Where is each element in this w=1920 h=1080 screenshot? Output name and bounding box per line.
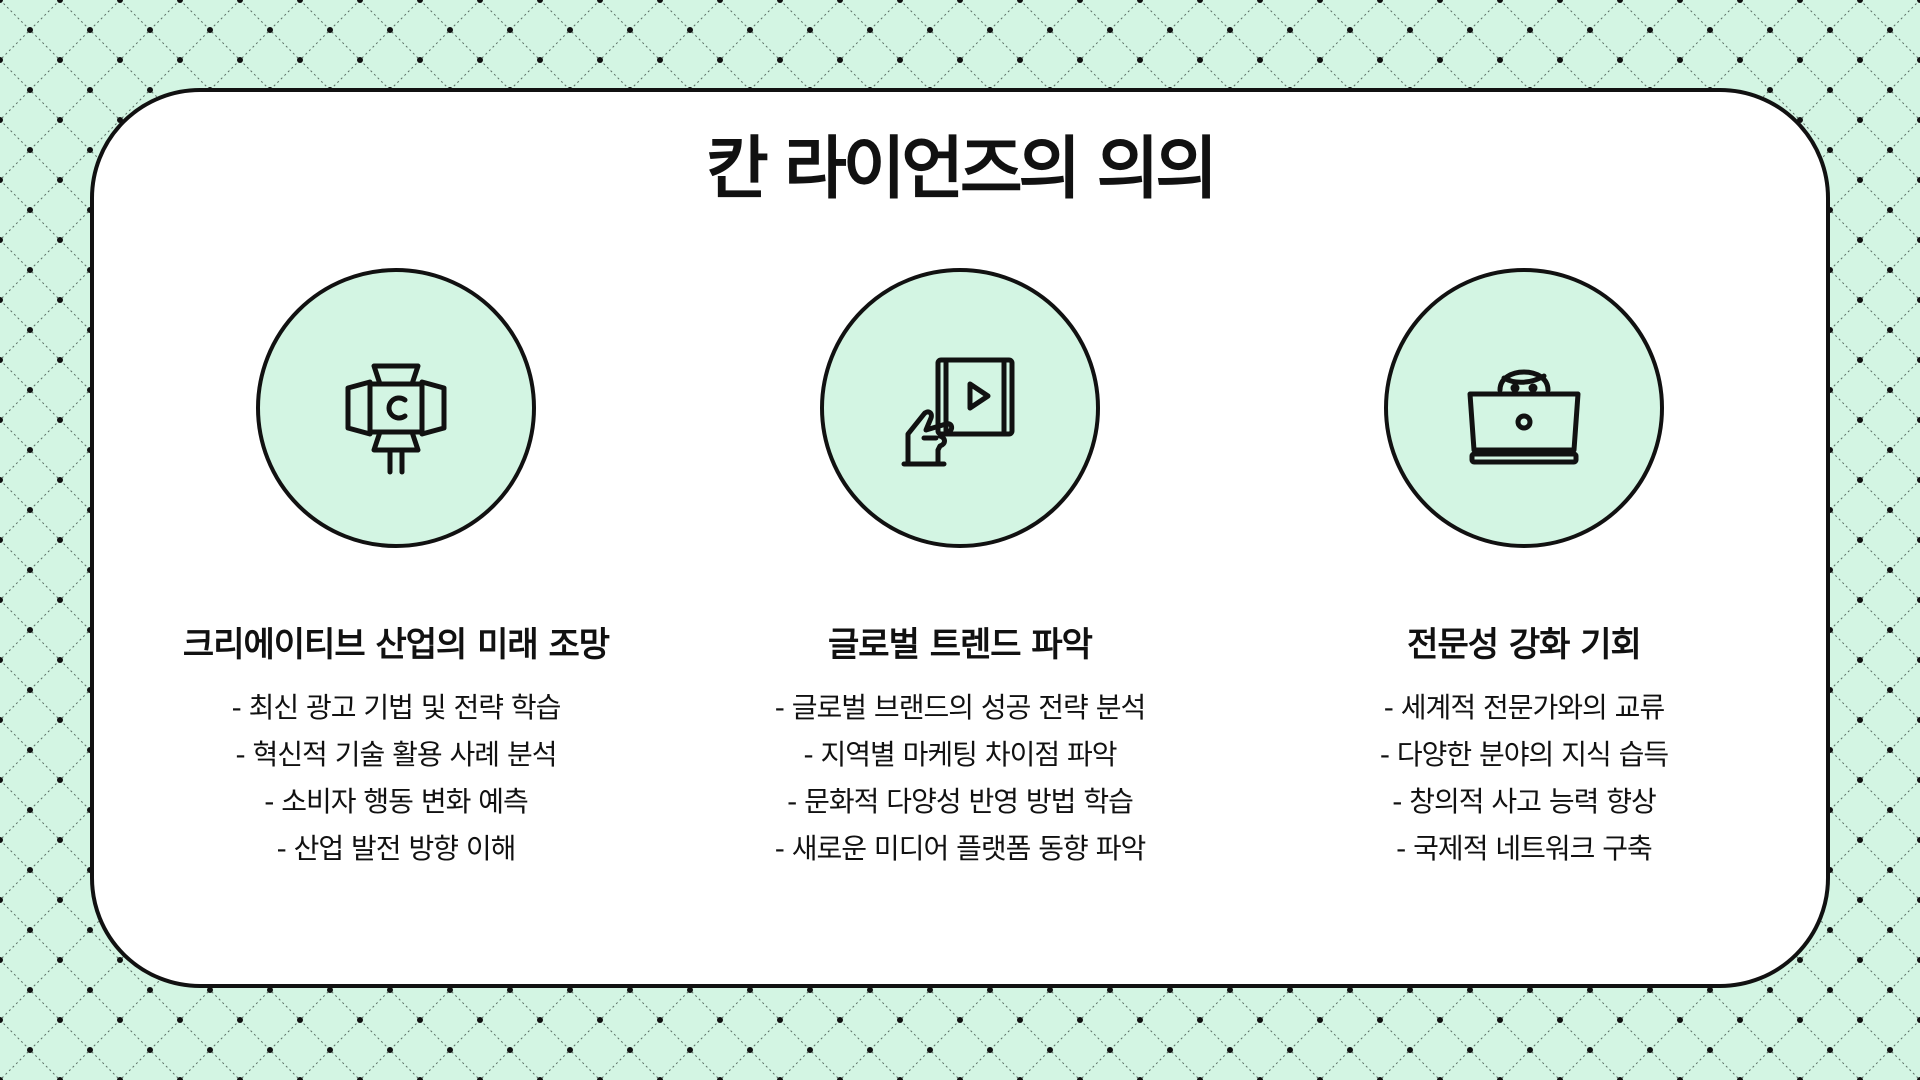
column-list: - 세계적 전문가와의 교류 - 다양한 분야의 지식 습득 - 창의적 사고 … (1244, 684, 1804, 872)
list-item: - 다양한 분야의 지식 습득 (1379, 738, 1669, 771)
column-heading: 전문성 강화 기회 (1407, 625, 1642, 665)
column-global-trends: 글로벌 트렌드 파악 - 글로벌 브랜드의 성공 전략 분석 - 지역별 마케팅… (680, 268, 1240, 872)
column-list: - 글로벌 브랜드의 성공 전략 분석 - 지역별 마케팅 차이점 파악 - 문… (680, 684, 1240, 872)
list-item: - 산업 발전 방향 이해 (276, 832, 517, 865)
list-item: - 문화적 다양성 반영 방법 학습 (787, 785, 1134, 818)
column-heading: 크리에이티브 산업의 미래 조망 (182, 625, 610, 665)
slide-title: 칸 라이언즈의 의의 (706, 130, 1218, 209)
list-item: - 창의적 사고 능력 향상 (1392, 785, 1657, 818)
person-laptop-icon (1467, 369, 1581, 465)
hand-tablet-video-icon (901, 357, 1015, 467)
list-item: - 최신 광고 기법 및 전략 학습 (231, 691, 562, 724)
icon-circle (256, 268, 536, 548)
icon-circle (820, 268, 1100, 548)
list-item: - 새로운 미디어 플랫폼 동향 파악 (774, 832, 1147, 865)
list-item: - 국제적 네트워크 구축 (1396, 832, 1653, 865)
list-item: - 혁신적 기술 활용 사례 분석 (235, 738, 558, 771)
column-future-outlook: 크리에이티브 산업의 미래 조망 - 최신 광고 기법 및 전략 학습 - 혁신… (116, 268, 676, 872)
icon-circle (1384, 268, 1664, 548)
list-item: - 소비자 행동 변화 예측 (264, 785, 529, 818)
stage-spotlight-icon (345, 363, 447, 475)
column-list: - 최신 광고 기법 및 전략 학습 - 혁신적 기술 활용 사례 분석 - 소… (116, 684, 676, 872)
column-expertise: 전문성 강화 기회 - 세계적 전문가와의 교류 - 다양한 분야의 지식 습득… (1244, 268, 1804, 872)
list-item: - 지역별 마케팅 차이점 파악 (803, 738, 1117, 771)
list-item: - 세계적 전문가와의 교류 (1383, 691, 1665, 724)
column-heading: 글로벌 트렌드 파악 (828, 625, 1093, 665)
list-item: - 글로벌 브랜드의 성공 전략 분석 (774, 691, 1147, 724)
